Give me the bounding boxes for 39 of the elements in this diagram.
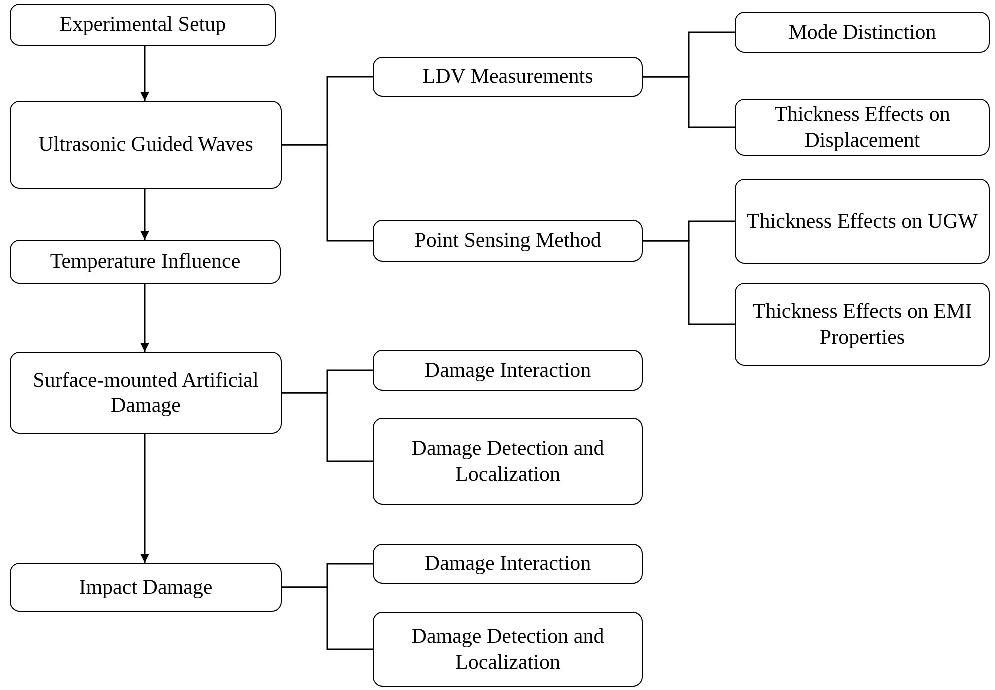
box-label: Mode Distinction bbox=[788, 20, 936, 46]
process-box bbox=[373, 418, 643, 505]
arrow bbox=[140, 434, 150, 563]
process-box bbox=[735, 179, 990, 264]
box-label: Damage Detection and Localization bbox=[410, 436, 606, 487]
process-box bbox=[373, 544, 643, 584]
box-label: Experimental Setup bbox=[60, 12, 226, 38]
connector-line bbox=[643, 240, 735, 326]
box-label: Point Sensing Method bbox=[414, 228, 602, 254]
arrow bbox=[140, 46, 150, 101]
process-box bbox=[735, 99, 990, 156]
connector-line bbox=[282, 392, 373, 462]
process-box bbox=[10, 240, 281, 284]
arrow bbox=[140, 189, 150, 240]
connector-line bbox=[282, 586, 373, 650]
process-box bbox=[373, 57, 643, 97]
box-label: Thickness Effects on UGW bbox=[746, 208, 978, 234]
arrow bbox=[140, 284, 150, 352]
connector-line bbox=[282, 144, 373, 242]
process-box bbox=[10, 563, 282, 612]
process-box bbox=[373, 220, 643, 262]
box-label: Damage Detection and Localization bbox=[410, 624, 606, 675]
box-label: Thickness Effects on Displacement bbox=[774, 102, 952, 153]
box-label: Impact Damage bbox=[79, 574, 213, 600]
box-label: Thickness Effects on EMI Properties bbox=[752, 299, 974, 350]
process-box bbox=[10, 4, 276, 46]
box-label: Damage Interaction bbox=[424, 358, 592, 384]
process-box bbox=[373, 612, 643, 687]
process-box bbox=[10, 101, 282, 189]
box-label: Surface-mounted Artificial Damage bbox=[32, 368, 260, 418]
process-box bbox=[373, 350, 643, 391]
process-box bbox=[10, 352, 282, 434]
box-label: Damage Interaction bbox=[424, 551, 592, 577]
process-box bbox=[735, 283, 990, 366]
connector-line bbox=[643, 76, 735, 128]
box-label: Ultrasonic Guided Waves bbox=[38, 132, 254, 158]
box-label: Temperature Influence bbox=[50, 249, 241, 275]
box-label: LDV Measurements bbox=[422, 64, 594, 90]
process-box bbox=[735, 12, 990, 53]
